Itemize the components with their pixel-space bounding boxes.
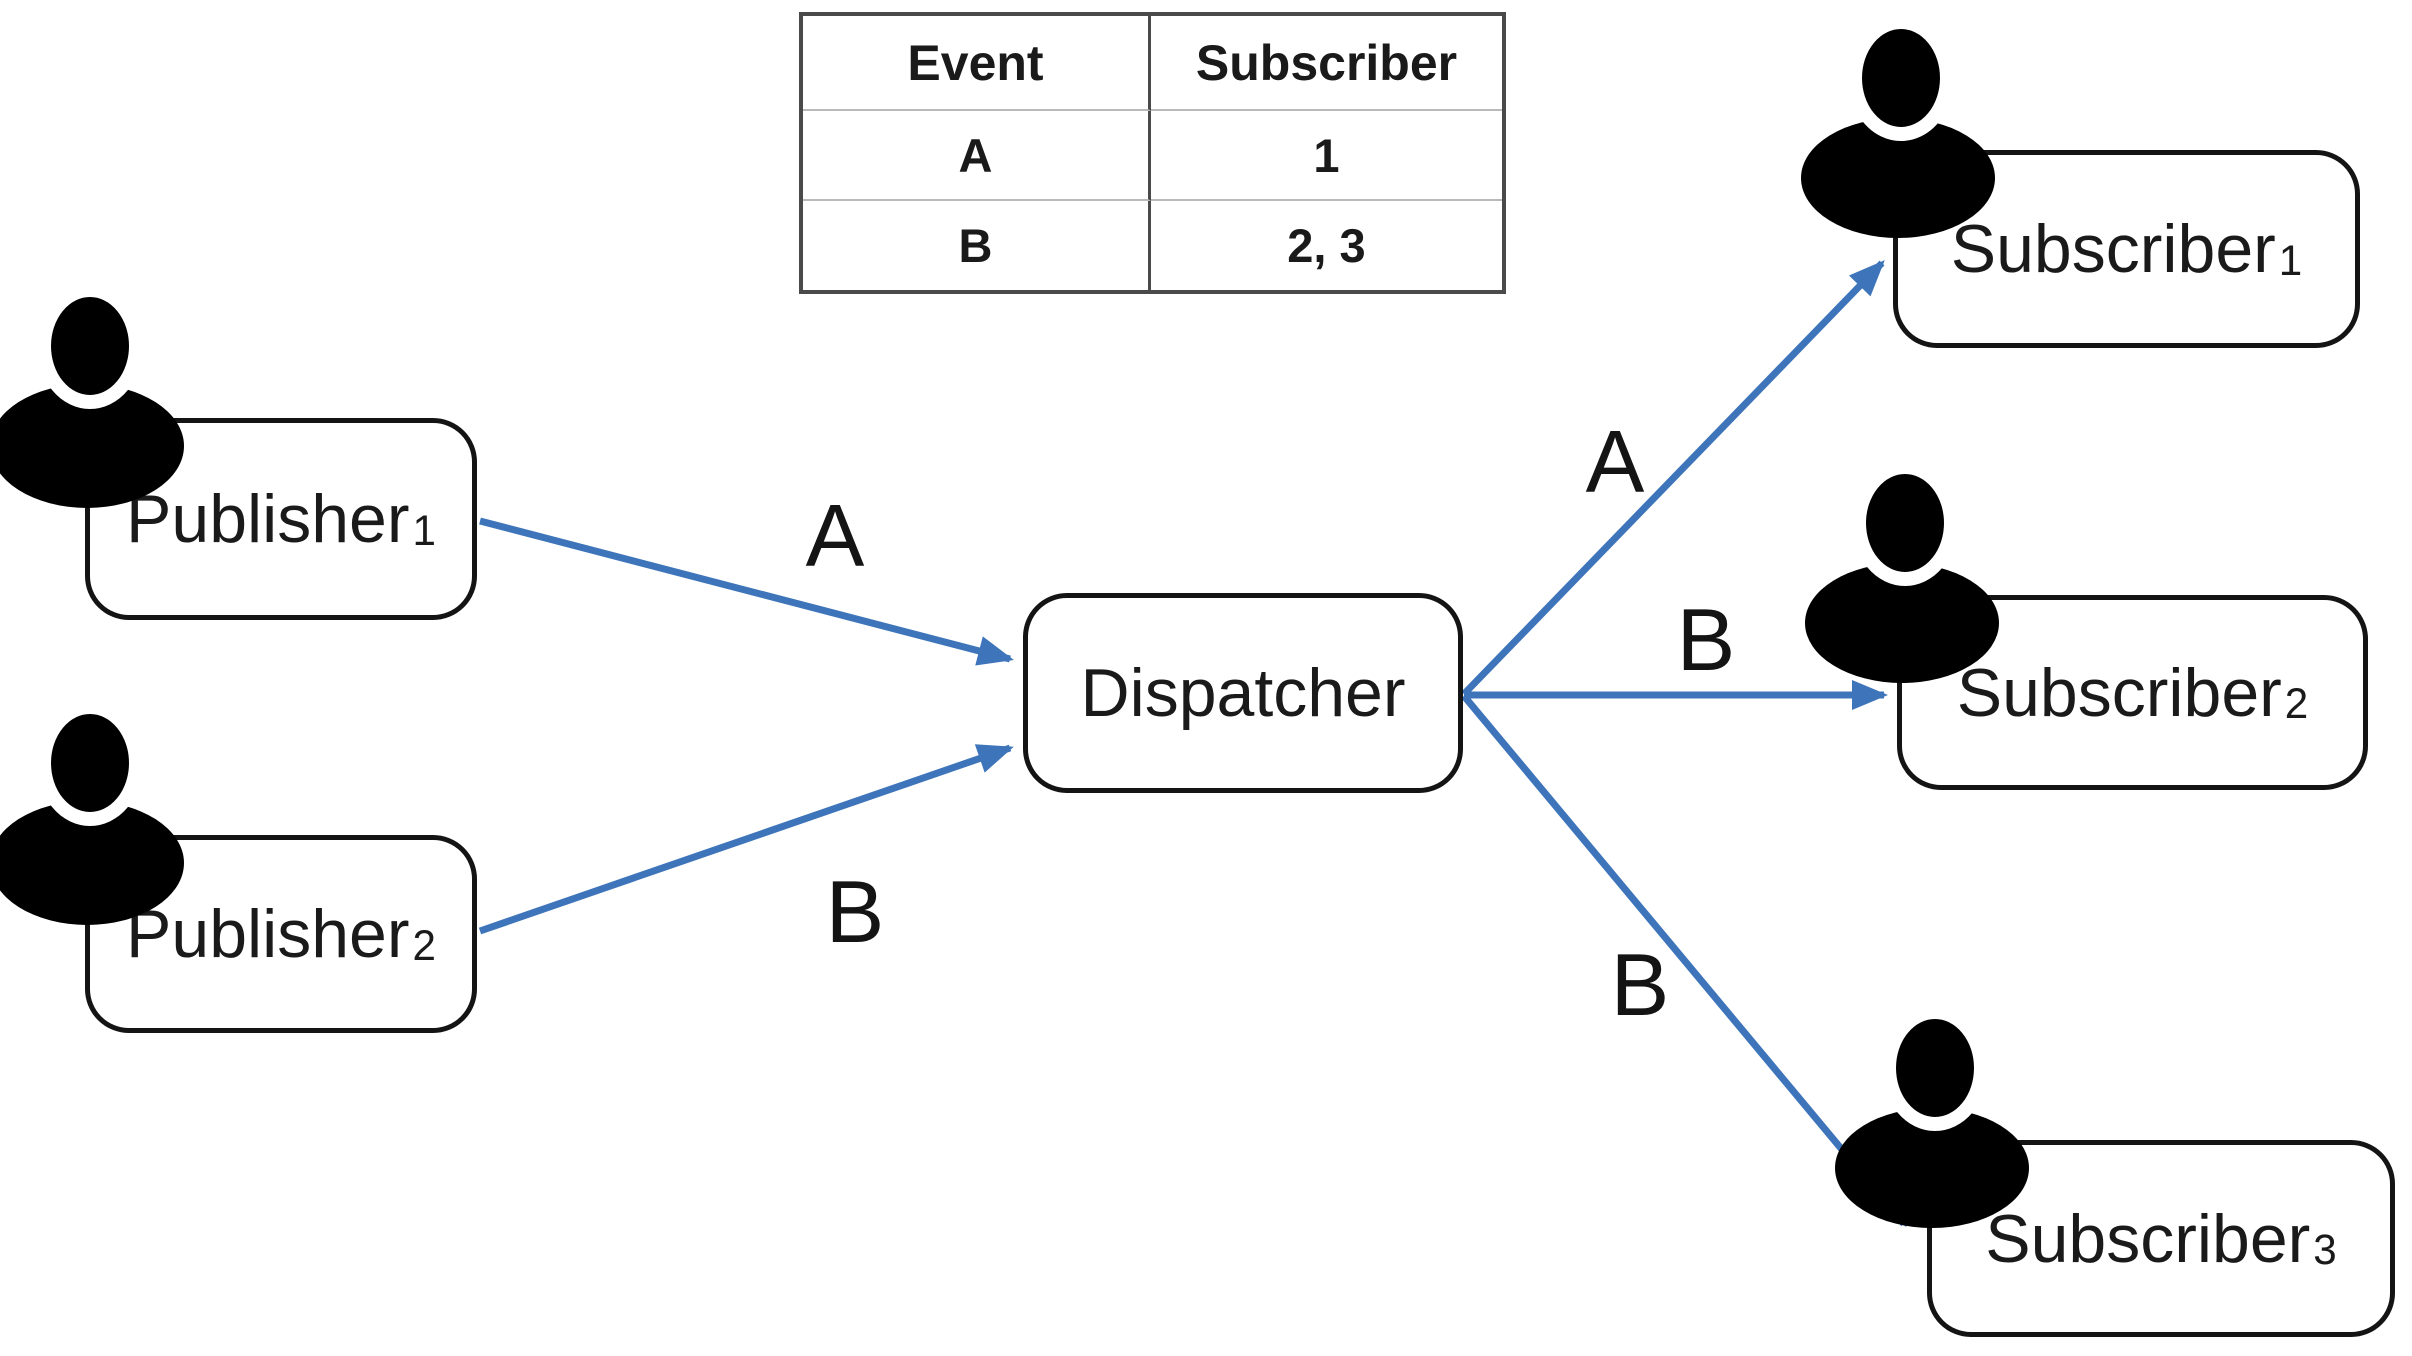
table-cell-subs-a: 1	[1151, 111, 1502, 201]
arrow-dispatcher-to-sub1	[1461, 260, 1885, 697]
edge-label-a-right: A	[1585, 412, 1645, 511]
edge-label-b-right: B	[1676, 590, 1736, 689]
table-header-event: Event	[803, 16, 1151, 111]
arrow-pub1-to-dispatcher	[479, 517, 1014, 666]
edge-label-b-lower: B	[1610, 935, 1670, 1034]
subscriber1-subscript: 1	[2278, 236, 2303, 284]
dispatcher-box: Dispatcher	[1023, 593, 1463, 793]
subscriber2-label: Subscriber	[1956, 654, 2282, 731]
table-cell-subs-b: 2, 3	[1287, 219, 1366, 272]
table-header-subscriber: Subscriber	[1151, 16, 1502, 111]
table-cell-event-a: A	[803, 111, 1151, 201]
publisher1-label: Publisher	[126, 481, 410, 557]
subscriber3-subscript: 3	[2313, 1226, 2337, 1274]
subscriber2-subscript: 2	[2284, 680, 2309, 728]
subscriber1-label: Subscriber	[1950, 211, 2276, 287]
publisher2-label: Publisher	[126, 896, 410, 972]
arrow-dispatcher-to-sub3	[1461, 693, 1907, 1228]
dispatcher-label: Dispatcher	[1080, 655, 1406, 731]
edge-label-a-left: A	[805, 486, 865, 585]
publisher1-subscript: 1	[412, 506, 436, 554]
edge-label-b-left: B	[825, 862, 885, 961]
event-subscriber-table: Event Subscriber A 1 B 2, 3	[799, 12, 1506, 294]
subscriber3-label: Subscriber	[1985, 1200, 2311, 1277]
arrow-pub2-to-dispatcher	[478, 744, 1014, 935]
table-cell-event-b: B	[803, 201, 1151, 290]
publisher2-subscript: 2	[412, 921, 436, 969]
